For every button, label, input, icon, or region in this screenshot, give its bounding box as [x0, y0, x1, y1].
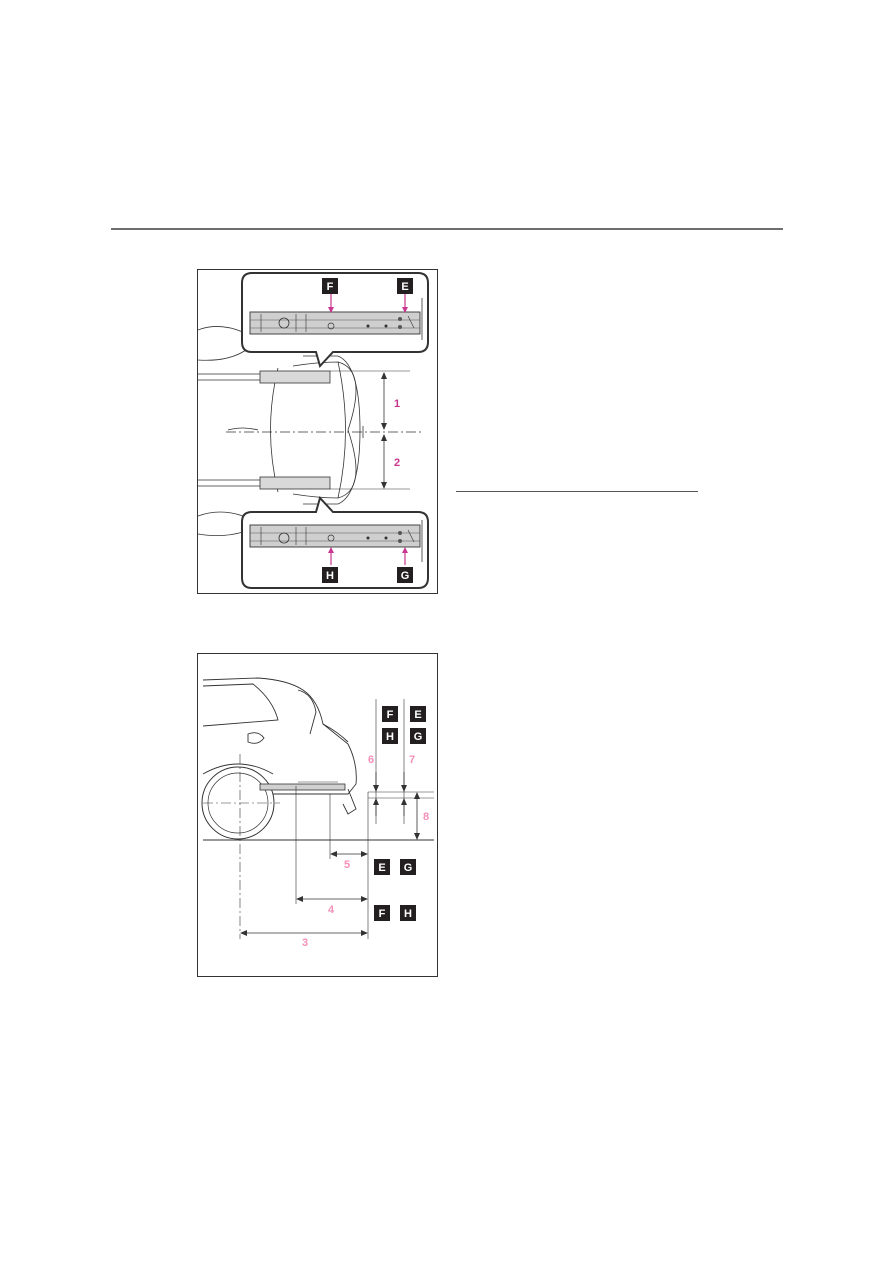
side-view-figure: 6 7 8 F E H G 5 E G 4 F H 3 — [197, 653, 438, 977]
badge-H-side-label: H — [386, 731, 394, 743]
badge-E-side-label: E — [414, 709, 421, 721]
dimension-6-label: 6 — [368, 754, 374, 766]
header-rule — [111, 228, 783, 230]
dimension-8-label: 8 — [423, 811, 429, 823]
dimension-3-label: 3 — [302, 937, 308, 949]
callout-E-badge — [397, 278, 413, 294]
badge-G-dim5 — [400, 859, 416, 875]
badge-G-side — [410, 728, 426, 744]
callout-H-badge — [322, 567, 338, 583]
badge-G-side-label: G — [414, 731, 423, 743]
rail-detail-upper — [249, 311, 421, 335]
badge-F-dim4 — [374, 905, 390, 921]
badge-F-dim4-label: F — [379, 908, 386, 920]
dimension-2-label: 2 — [394, 457, 400, 469]
badge-E-dim5-label: E — [378, 862, 385, 874]
badge-H-side — [382, 728, 398, 744]
callout-F-label: F — [327, 281, 334, 293]
dimension-7-label: 7 — [409, 754, 415, 766]
badge-F-side-label: F — [387, 709, 394, 721]
callout-E-label: E — [401, 281, 408, 293]
dimension-4-label: 4 — [328, 904, 335, 916]
badge-F-side — [382, 706, 398, 722]
dimension-5-label: 5 — [344, 859, 350, 871]
callout-H-label: H — [326, 570, 334, 582]
vehicle-outline — [202, 677, 357, 815]
badge-H-dim4-label: H — [404, 908, 412, 920]
badge-H-dim4 — [400, 905, 416, 921]
side-view-diagram: 6 7 8 F E H G 5 E G 4 F H 3 — [201, 677, 434, 949]
section-divider — [456, 491, 698, 492]
badge-E-side — [410, 706, 426, 722]
callout-G-label: G — [401, 570, 410, 582]
hitch-rail-upper — [259, 370, 331, 384]
top-view-figure: 1 2 F E H G — [197, 269, 438, 594]
hitch-rail — [259, 783, 346, 791]
callout-F-badge — [322, 278, 338, 294]
hitch-rail-lower — [259, 476, 331, 490]
rear-wheel — [201, 766, 275, 840]
rail-detail-lower — [249, 524, 421, 548]
callout-G-badge — [397, 567, 413, 583]
top-view-diagram: 1 2 F E H G — [198, 272, 429, 589]
badge-E-dim5 — [374, 859, 390, 875]
dimension-1-label: 1 — [394, 398, 400, 410]
badge-G-dim5-label: G — [404, 862, 413, 874]
